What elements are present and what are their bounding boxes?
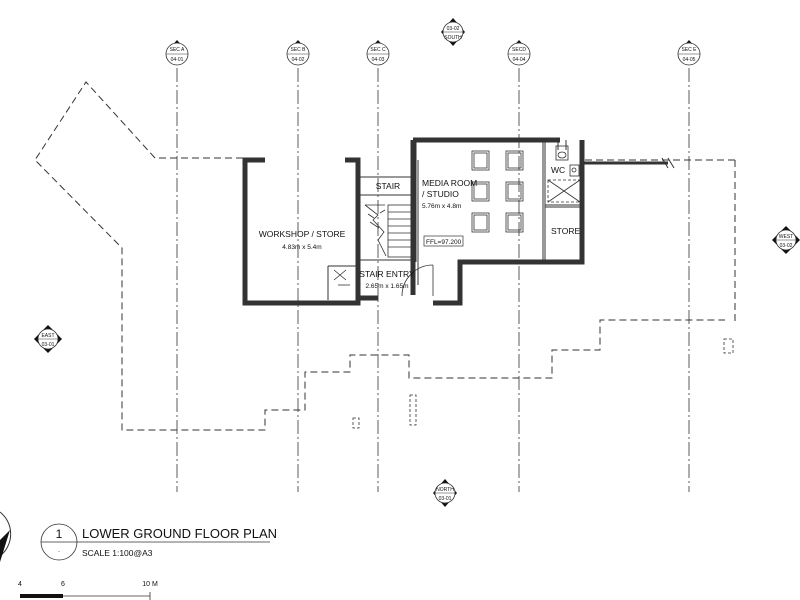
section-a-name: SEC A [170, 47, 185, 53]
entry-door [333, 264, 434, 297]
section-marker-e: SEC E 04-05 [677, 40, 701, 66]
scale-label-6: 6 [61, 581, 65, 588]
site-posts [352, 338, 734, 429]
section-d-name: SECD [512, 47, 526, 53]
elevation-marker-north: NORTH 03-01 [433, 479, 457, 507]
store-label: STORE [551, 226, 580, 236]
media-room-dims: 5.76m x 4.8m [422, 203, 461, 210]
building-walls [242, 137, 668, 306]
elevation-east-ref: 03-01 [42, 342, 55, 348]
elevation-north-name: NORTH [436, 487, 454, 493]
scale-bar: 4 6 10 M [18, 581, 158, 600]
sheet-ref: - [58, 549, 60, 555]
workshop-dims: 4.83m x 5.4m [282, 244, 321, 251]
stair-label: STAIR [376, 181, 400, 191]
ffl-label: FFL=97.200 [426, 239, 462, 246]
drawing-scale: SCALE 1:100@A3 [82, 548, 153, 558]
section-marker-c: SEC C 04-03 [366, 40, 390, 66]
elevation-north-ref: 03-01 [439, 496, 452, 502]
site-boundary [34, 81, 736, 431]
workshop-label: WORKSHOP / STORE [259, 229, 346, 239]
elevation-south-ref: 03-02 [447, 26, 460, 32]
elevation-marker-east: EAST 03-01 [34, 325, 62, 353]
wc-fixtures [547, 145, 581, 203]
drawing-title: LOWER GROUND FLOOR PLAN [82, 526, 277, 541]
section-marker-a: SEC A 04-01 [165, 40, 189, 66]
scale-label-4: 4 [18, 581, 22, 588]
section-b-ref: 04-02 [292, 57, 305, 63]
media-room-label-line2: / STUDIO [422, 189, 459, 199]
section-a-ref: 04-01 [171, 57, 184, 63]
drawing-number: 1 [56, 527, 63, 541]
section-b-name: SEC B [290, 47, 306, 53]
section-e-name: SEC E [681, 47, 697, 53]
elevation-west-ref: 03-02 [780, 243, 793, 249]
stair-entry-label: STAIR ENTRY [359, 269, 415, 279]
section-marker-d: SECD 04-04 [507, 40, 531, 66]
section-e-ref: 04-05 [683, 57, 696, 63]
interior-lines [327, 140, 675, 300]
elevation-east-name: EAST [41, 333, 54, 339]
media-room-label-line1: MEDIA ROOM [422, 178, 477, 188]
ffl-badge [423, 235, 464, 247]
wc-label: WC [551, 165, 565, 175]
title-block: 1 - LOWER GROUND FLOOR PLAN SCALE 1:100@… [0, 511, 277, 562]
elevation-marker-south: 03-02 SOUTH [441, 18, 465, 46]
section-d-ref: 04-04 [513, 57, 526, 63]
scale-label-10m: 10 M [142, 581, 158, 588]
stair-entry-dims: 2.65m x 1.65m [366, 283, 409, 290]
section-c-name: SEC C [370, 47, 386, 53]
elevation-marker-west: WEST 03-02 [772, 226, 800, 254]
stair-treads [364, 204, 412, 258]
elevation-south-name: SOUTH [444, 35, 462, 41]
media-seating [471, 150, 524, 233]
section-c-ref: 04-03 [372, 57, 385, 63]
section-marker-b: SEC B 04-02 [286, 40, 310, 66]
elevation-west-name: WEST [779, 234, 793, 240]
